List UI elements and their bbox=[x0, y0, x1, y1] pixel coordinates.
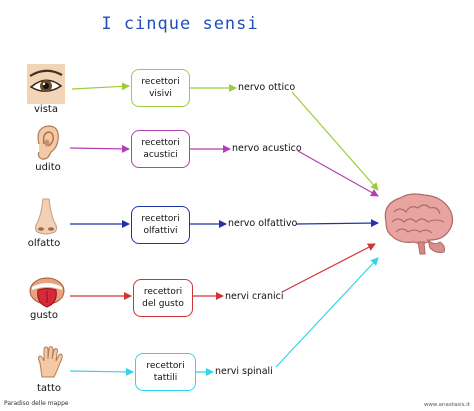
arrow-udito-brain bbox=[297, 150, 379, 197]
receptor-line: recettori bbox=[143, 287, 183, 297]
arrow-tatto-receptor bbox=[69, 367, 134, 376]
receptor-box-udito: recettori acustici bbox=[131, 130, 190, 168]
hand-icon bbox=[34, 345, 66, 379]
receptor-line: recettori bbox=[141, 138, 180, 148]
eye-icon bbox=[27, 64, 65, 104]
sense-label-tatto: tatto bbox=[36, 383, 61, 394]
receptor-line: del gusto bbox=[142, 299, 184, 309]
receptor-line: olfattivi bbox=[143, 226, 178, 236]
receptor-line: acustici bbox=[143, 150, 178, 160]
arrow-vista-brain bbox=[291, 91, 379, 191]
ear-icon bbox=[33, 124, 61, 162]
receptor-box-gusto: recettori del gusto bbox=[133, 279, 193, 317]
nerve-label-udito: nervo acustico bbox=[232, 143, 302, 154]
diagram-title: I cinque sensi bbox=[101, 14, 259, 34]
nerve-label-gusto: nervi cranici bbox=[225, 291, 284, 302]
receptor-box-vista: recettori visivi bbox=[131, 69, 190, 107]
nerve-label-vista: nervo ottico bbox=[238, 82, 296, 93]
sense-label-gusto: gusto bbox=[30, 310, 58, 321]
arrow-udito-receptor bbox=[69, 144, 130, 153]
receptor-line: tattili bbox=[153, 373, 178, 383]
arrow-gusto-brain bbox=[281, 243, 376, 293]
receptor-box-olfatto: recettori olfattivi bbox=[131, 206, 190, 244]
receptor-line: visivi bbox=[149, 89, 172, 99]
nerve-label-olfatto: nervo olfattivo bbox=[228, 218, 298, 229]
receptor-line: recettori bbox=[141, 77, 180, 87]
nerve-label-tatto: nervi spinali bbox=[215, 366, 273, 377]
footer-url: www.anastasis.it bbox=[423, 402, 470, 408]
arrow-vista-receptor bbox=[71, 82, 130, 91]
sense-label-vista: vista bbox=[34, 104, 58, 115]
sense-label-udito: udito bbox=[35, 162, 61, 173]
receptor-box-tatto: recettori tattili bbox=[135, 353, 196, 391]
sense-label-olfatto: olfatto bbox=[27, 238, 61, 249]
footer-credit: Paradiso delle mappe bbox=[4, 400, 69, 407]
receptor-line: recettori bbox=[146, 361, 185, 371]
nose-icon bbox=[32, 197, 60, 237]
arrow-olfatto-brain bbox=[295, 219, 379, 228]
receptor-line: recettori bbox=[141, 214, 180, 224]
brain-icon bbox=[380, 190, 456, 256]
tongue-icon bbox=[28, 277, 66, 309]
arrow-tatto-brain bbox=[275, 257, 379, 368]
